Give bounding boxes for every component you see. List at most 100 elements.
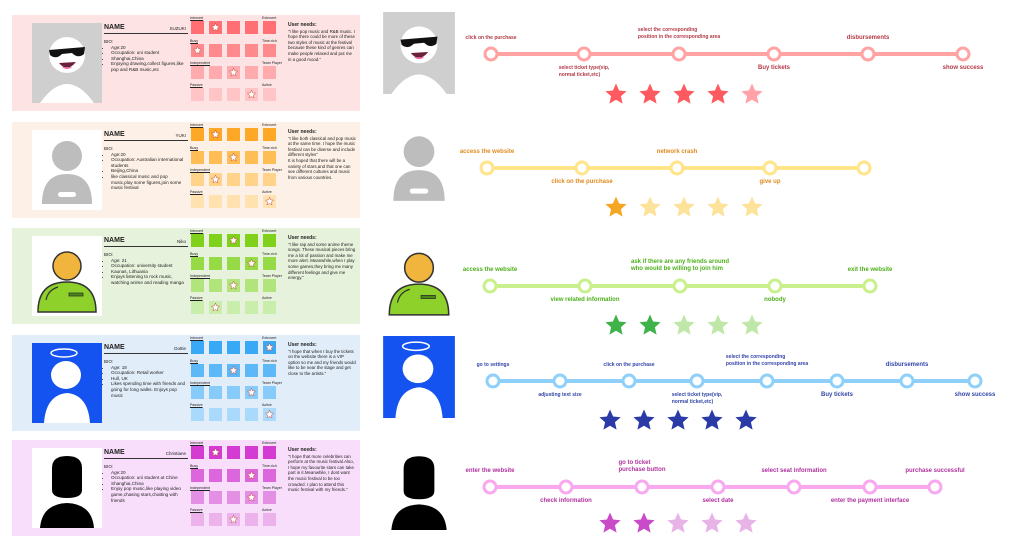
journey-step-node[interactable] — [862, 278, 878, 294]
trait-right-label: Time-rich — [262, 146, 277, 150]
journey-step-label: check information — [540, 498, 592, 504]
trait-cell — [209, 491, 222, 504]
trait-left-label: Busy — [190, 464, 198, 468]
journey-step-node[interactable] — [767, 278, 783, 294]
bio-item: Age: 21 — [111, 258, 190, 264]
persona-avatar — [32, 23, 102, 103]
journey-step-node[interactable] — [485, 373, 501, 389]
journey-step-label: select the corresponding position in the… — [725, 354, 809, 367]
trait-cell — [227, 341, 240, 354]
trait-cell — [263, 44, 276, 57]
journey-step-node[interactable] — [762, 160, 778, 176]
journey-step-node[interactable] — [552, 373, 568, 389]
journey-step-node[interactable] — [577, 278, 593, 294]
star-filled-icon — [639, 314, 661, 335]
journey-step-node[interactable] — [689, 373, 705, 389]
journey-step-node[interactable] — [856, 160, 872, 176]
journey-step-node[interactable] — [621, 373, 637, 389]
star-empty-icon — [667, 512, 689, 533]
needs-label: User needs: — [288, 235, 317, 241]
bio-label: BIO: — [104, 252, 114, 257]
journey-step-node[interactable] — [576, 46, 592, 62]
journey-line — [491, 52, 963, 56]
trait-cell — [245, 301, 258, 314]
journey-step-node[interactable] — [574, 160, 590, 176]
journey-step-node[interactable] — [482, 479, 498, 495]
star-icon — [264, 342, 275, 352]
trait-cell — [209, 408, 222, 421]
trait-cell-selected — [209, 301, 222, 314]
trait-cell — [245, 364, 258, 377]
journey-step-node[interactable] — [482, 278, 498, 294]
user-needs: User needs:"I like pop music and R&B mus… — [288, 22, 356, 62]
star-icon — [210, 174, 221, 184]
trait-right-label: Extrovert — [262, 229, 277, 233]
journey-step-node[interactable] — [927, 479, 943, 495]
journey-step-node[interactable] — [860, 46, 876, 62]
trait-cell-selected — [263, 195, 276, 208]
persona-avatar — [32, 343, 102, 423]
journey-step-node[interactable] — [829, 373, 845, 389]
trait-cell — [263, 469, 276, 482]
trait-cell-selected — [227, 234, 240, 247]
journey-step-label: ask if there are any friends around who … — [630, 259, 730, 272]
journey-step-node[interactable] — [955, 46, 971, 62]
trait-left-label: Passive — [190, 190, 203, 194]
trait-cell — [245, 173, 258, 186]
journey-step-node[interactable] — [710, 479, 726, 495]
star-empty-icon — [741, 196, 763, 217]
trait-right-label: Time-rich — [262, 252, 277, 256]
trait-cell — [191, 386, 204, 399]
star-icon — [228, 365, 239, 375]
trait-cell — [227, 173, 240, 186]
trait-cell — [191, 128, 204, 141]
trait-cell — [263, 234, 276, 247]
trait-right-label: Extrovert — [262, 16, 277, 20]
journey-rating — [604, 195, 764, 219]
trait-left-label: Independent — [190, 486, 210, 490]
trait-cell — [209, 44, 222, 57]
journey-step-node[interactable] — [558, 479, 574, 495]
star-icon — [228, 280, 239, 290]
journey-step-node[interactable] — [671, 46, 687, 62]
journey-step-node[interactable] — [766, 46, 782, 62]
trait-cell-selected — [209, 173, 222, 186]
journey-step-node[interactable] — [786, 479, 802, 495]
trait-cell-selected — [209, 446, 222, 459]
journey-step-node[interactable] — [672, 278, 688, 294]
journey-step-label: disbursements — [885, 362, 929, 368]
trait-cell-selected — [263, 408, 276, 421]
bio-item: Age: 18 — [111, 365, 190, 371]
journey-step-node[interactable] — [634, 479, 650, 495]
trait-cell — [263, 128, 276, 141]
trait-cell — [191, 195, 204, 208]
star-filled-icon — [667, 409, 689, 430]
trait-cell-selected — [245, 257, 258, 270]
user-needs: User needs:"I like both classical and po… — [288, 129, 356, 180]
journey-step-label: show success — [954, 392, 996, 398]
journey-rating — [598, 511, 758, 535]
journey-step-node[interactable] — [967, 373, 983, 389]
trait-cell — [245, 44, 258, 57]
trait-cell — [263, 173, 276, 186]
bio-item: like classical music and pop music,play … — [111, 174, 190, 191]
trait-right-label: Team Player — [262, 61, 282, 65]
journey-step-node[interactable] — [479, 160, 495, 176]
trait-cell — [245, 234, 258, 247]
journey-step-node[interactable] — [759, 373, 775, 389]
journey-step-label: select date — [702, 498, 734, 504]
trait-cell — [263, 21, 276, 34]
journey-step-label: disbursements — [846, 35, 890, 41]
trait-cell — [209, 257, 222, 270]
journey-step-node[interactable] — [483, 46, 499, 62]
journey-step-label: access the website — [459, 149, 515, 155]
journey-step-node[interactable] — [899, 373, 915, 389]
trait-cell — [245, 408, 258, 421]
persona-bio: BIO:Age: 21Occupation: university studen… — [104, 252, 190, 286]
journey-step-node[interactable] — [669, 160, 685, 176]
journey-step-node[interactable] — [862, 479, 878, 495]
